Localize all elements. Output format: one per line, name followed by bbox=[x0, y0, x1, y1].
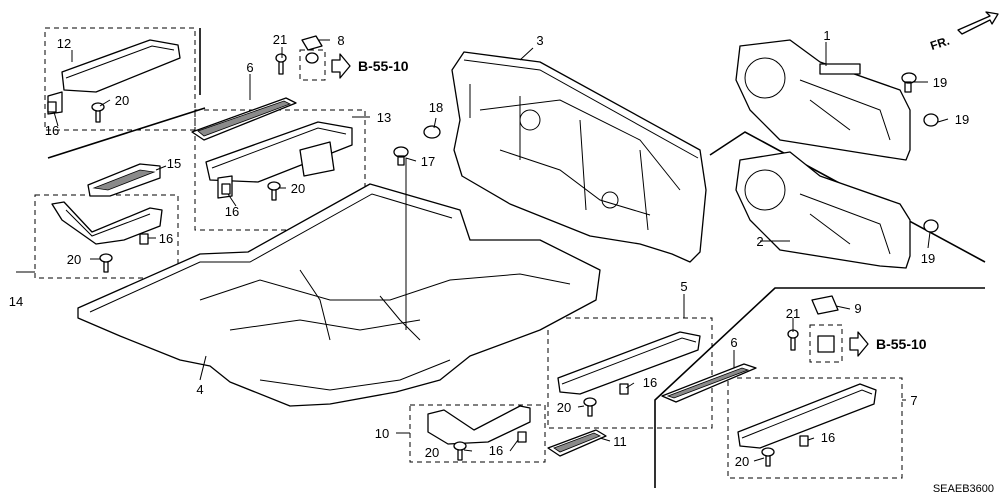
callout-19-b: 19 bbox=[955, 112, 969, 127]
ref-arrow-top bbox=[331, 53, 351, 79]
callout-15: 15 bbox=[167, 156, 181, 171]
bolt-21-top bbox=[275, 53, 287, 75]
part-4-floor-carpet bbox=[77, 183, 601, 407]
part-7-sill-garnish bbox=[737, 383, 877, 449]
callout-21-bottom: 21 bbox=[786, 306, 800, 321]
callout-11: 11 bbox=[613, 434, 627, 449]
callout-6-bottom: 6 bbox=[730, 335, 737, 350]
screw-20-f bbox=[761, 447, 775, 467]
callout-1: 1 bbox=[823, 28, 830, 43]
callout-16-f: 16 bbox=[821, 430, 835, 445]
clip-16-f bbox=[799, 435, 809, 447]
callout-16-c: 16 bbox=[159, 231, 173, 246]
screw-20-c bbox=[99, 253, 113, 273]
clip-16-d bbox=[619, 383, 629, 395]
callout-20-b: 20 bbox=[291, 181, 305, 196]
clip-16-a bbox=[47, 101, 57, 113]
clip-19-c bbox=[923, 219, 939, 233]
ref-arrow-bottom bbox=[849, 331, 869, 357]
clip-19-a bbox=[901, 72, 917, 93]
clip-9-frame bbox=[809, 324, 843, 363]
clip-8-top bbox=[301, 35, 323, 64]
ref-label-bottom: B-55-10 bbox=[876, 336, 927, 352]
clip-16-b bbox=[221, 183, 231, 195]
clip-8-frame bbox=[299, 49, 326, 81]
callout-14: 14 bbox=[9, 294, 23, 309]
part-6-sill-plate-bottom bbox=[661, 363, 757, 403]
clip-17 bbox=[393, 146, 409, 166]
leader-lines bbox=[16, 39, 949, 462]
callout-17: 17 bbox=[421, 154, 435, 169]
callout-20-a: 20 bbox=[115, 93, 129, 108]
screw-20-b bbox=[267, 181, 281, 201]
clip-16-e bbox=[517, 431, 527, 443]
part-2-insulator bbox=[735, 151, 911, 269]
callout-13: 13 bbox=[377, 110, 391, 125]
callout-20-d: 20 bbox=[557, 400, 571, 415]
callout-9: 9 bbox=[854, 301, 861, 316]
part-1-insulator bbox=[735, 39, 911, 161]
callout-20-f: 20 bbox=[735, 454, 749, 469]
callout-16-e: 16 bbox=[489, 443, 503, 458]
part-15-trim bbox=[87, 163, 161, 197]
clip-16-c bbox=[139, 233, 149, 245]
part-10-kick-panel bbox=[427, 405, 531, 445]
part-3-dashboard-insulator bbox=[451, 51, 707, 263]
callout-7: 7 bbox=[910, 393, 917, 408]
clip-9 bbox=[811, 295, 839, 353]
callout-6-top: 6 bbox=[246, 60, 253, 75]
callout-21-top: 21 bbox=[273, 32, 287, 47]
callout-10: 10 bbox=[375, 426, 389, 441]
callout-2: 2 bbox=[756, 234, 763, 249]
divider-bottom-right bbox=[654, 287, 985, 488]
grommet-18 bbox=[423, 125, 441, 139]
front-direction-label: FR. bbox=[929, 34, 952, 53]
ref-label-top: B-55-10 bbox=[358, 58, 409, 74]
callout-20-e: 20 bbox=[425, 445, 439, 460]
front-direction-arrow-icon bbox=[957, 11, 999, 35]
callout-16-d: 16 bbox=[643, 375, 657, 390]
callout-4: 4 bbox=[196, 382, 203, 397]
bolt-21-bottom bbox=[787, 329, 799, 351]
callout-18: 18 bbox=[429, 100, 443, 115]
screw-20-d bbox=[583, 397, 597, 417]
part-14-kick-panel bbox=[51, 201, 163, 245]
callout-16-b: 16 bbox=[225, 204, 239, 219]
callout-labels: 1 2 3 4 5 6 6 7 8 9 10 11 12 13 14 15 16… bbox=[9, 28, 969, 469]
callout-20-c: 20 bbox=[67, 252, 81, 267]
callout-19-a: 19 bbox=[933, 75, 947, 90]
diagram-code: SEAEB3600 bbox=[933, 483, 994, 495]
callout-3: 3 bbox=[536, 33, 543, 48]
callout-8: 8 bbox=[337, 33, 344, 48]
callout-5: 5 bbox=[680, 279, 687, 294]
screw-20-a bbox=[91, 102, 105, 123]
callout-16-a: 16 bbox=[45, 123, 59, 138]
screw-20-e bbox=[453, 441, 467, 461]
callout-19-c: 19 bbox=[921, 251, 935, 266]
divider-left bbox=[47, 107, 206, 159]
clip-19-b bbox=[923, 113, 939, 127]
part-11-sill-plate bbox=[547, 429, 607, 457]
group-10-frame bbox=[409, 404, 546, 463]
part-6-sill-plate-top bbox=[191, 97, 297, 141]
part-5-sill-garnish bbox=[557, 331, 701, 395]
group-7-frame bbox=[727, 377, 903, 479]
callout-12: 12 bbox=[57, 36, 71, 51]
group-5-frame bbox=[547, 317, 713, 429]
